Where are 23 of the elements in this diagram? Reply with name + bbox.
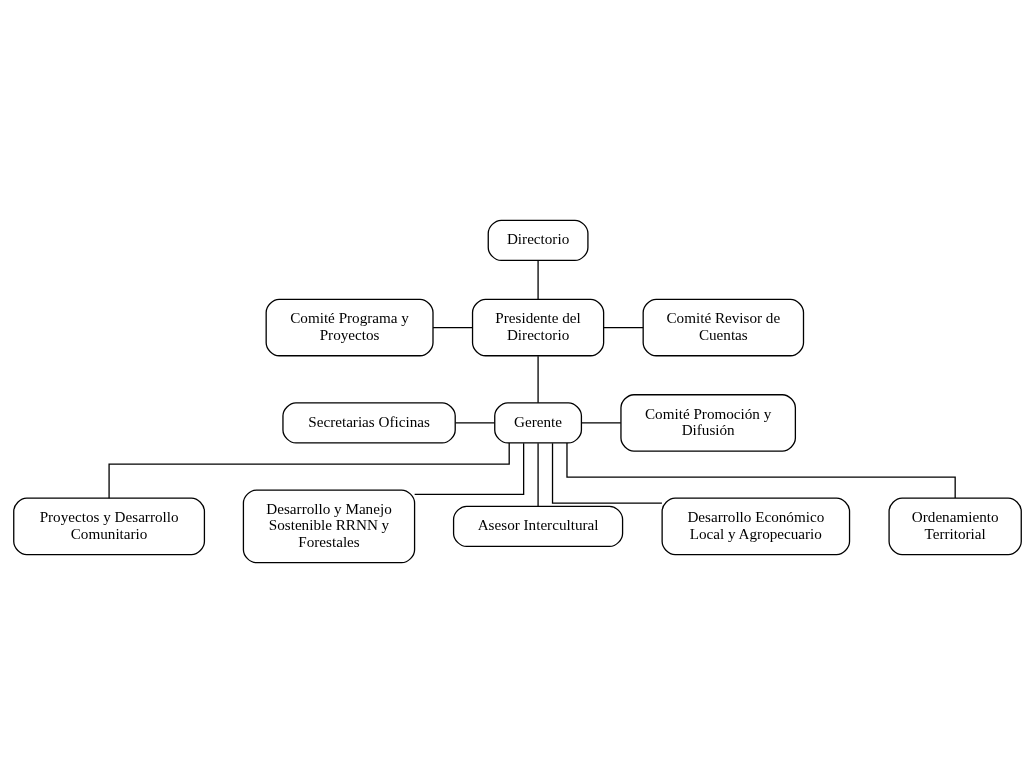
connector bbox=[413, 442, 524, 496]
connector bbox=[536, 259, 539, 300]
node-box: Directorio bbox=[487, 219, 589, 262]
node-box: Ordenamiento Territorial bbox=[887, 497, 1022, 556]
node-box: Comité Revisor de Cuentas bbox=[642, 298, 804, 357]
node-box: Comité Programa y Proyectos bbox=[265, 298, 434, 357]
node-box: Desarrollo Económico Local y Agropecuario bbox=[660, 497, 850, 556]
connector bbox=[536, 442, 539, 507]
node-box: Comité Promoción y Difusión bbox=[619, 394, 796, 452]
connector bbox=[536, 355, 539, 404]
node-box: Secretarias Oficinas bbox=[281, 402, 456, 444]
connector bbox=[551, 442, 663, 504]
connector bbox=[565, 442, 956, 499]
node-box: Gerente bbox=[493, 402, 582, 444]
connector bbox=[602, 326, 644, 329]
connector bbox=[454, 422, 495, 424]
node-box: Asesor Intercultural bbox=[452, 505, 623, 548]
connector bbox=[107, 442, 510, 499]
node-box: Proyectos y Desarrollo Comunitario bbox=[12, 497, 205, 556]
connector bbox=[580, 422, 621, 424]
connector bbox=[431, 326, 473, 329]
node-box: Presidente del Directorio bbox=[471, 298, 604, 357]
node-box: Desarrollo y Manejo Sostenible RRNN y Forestales bbox=[242, 489, 415, 564]
